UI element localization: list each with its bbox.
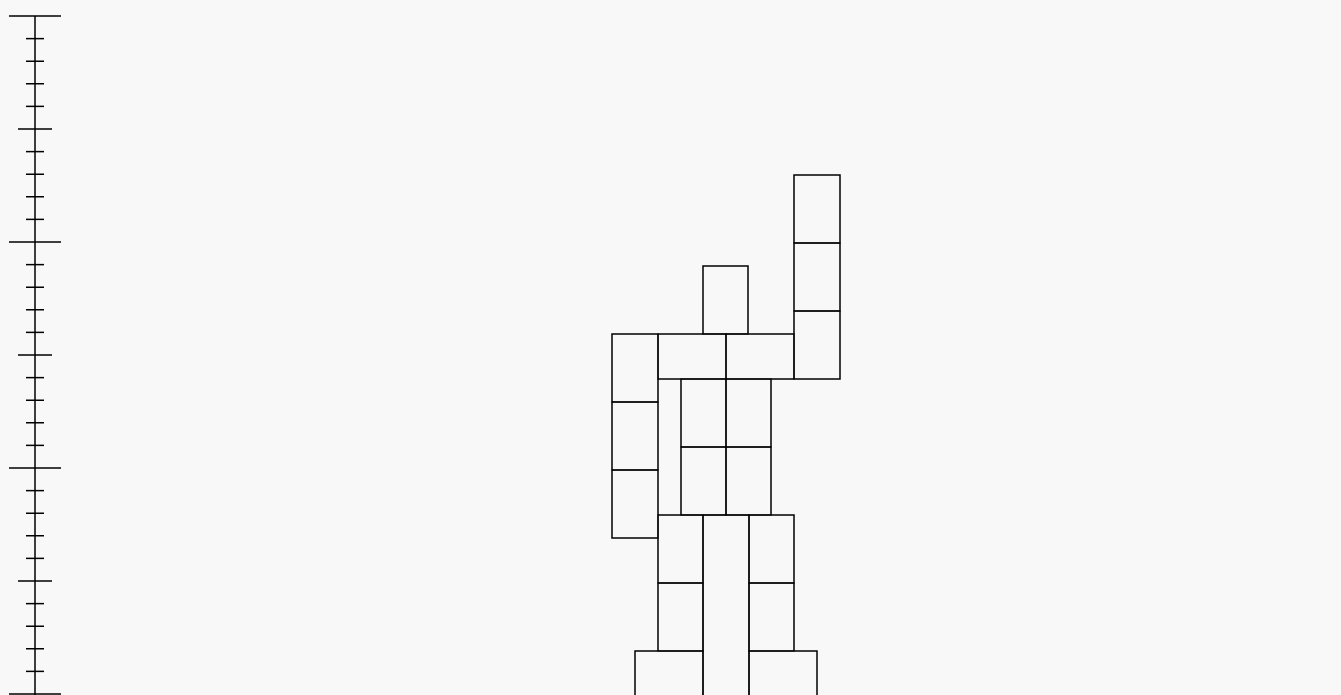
block-shoulder-right — [726, 334, 794, 379]
block-arm-left-lower — [612, 470, 658, 538]
block-torso-upper-left — [681, 379, 726, 447]
block-torso-upper-right — [726, 379, 771, 447]
block-leg-right-lower — [749, 583, 794, 651]
block-arm-left-middle — [612, 402, 658, 470]
block-head — [703, 266, 748, 334]
block-arm-left-upper — [612, 334, 658, 402]
block-shoulder-left — [658, 334, 726, 379]
vertical-ruler — [9, 16, 61, 695]
block-leg-left-lower — [658, 583, 703, 651]
block-torso-lower-right — [726, 447, 771, 515]
block-foot-right — [749, 651, 817, 695]
block-leg-right-upper — [749, 515, 794, 583]
block-arm-right-middle — [794, 243, 840, 311]
block-leg-left-upper — [658, 515, 703, 583]
block-torso-lower-left — [681, 447, 726, 515]
block-arm-right-upper — [794, 175, 840, 243]
block-arm-right-lower — [794, 311, 840, 379]
block-pelvis-center — [703, 515, 749, 695]
block-figure — [612, 175, 840, 695]
block-foot-left — [635, 651, 703, 695]
